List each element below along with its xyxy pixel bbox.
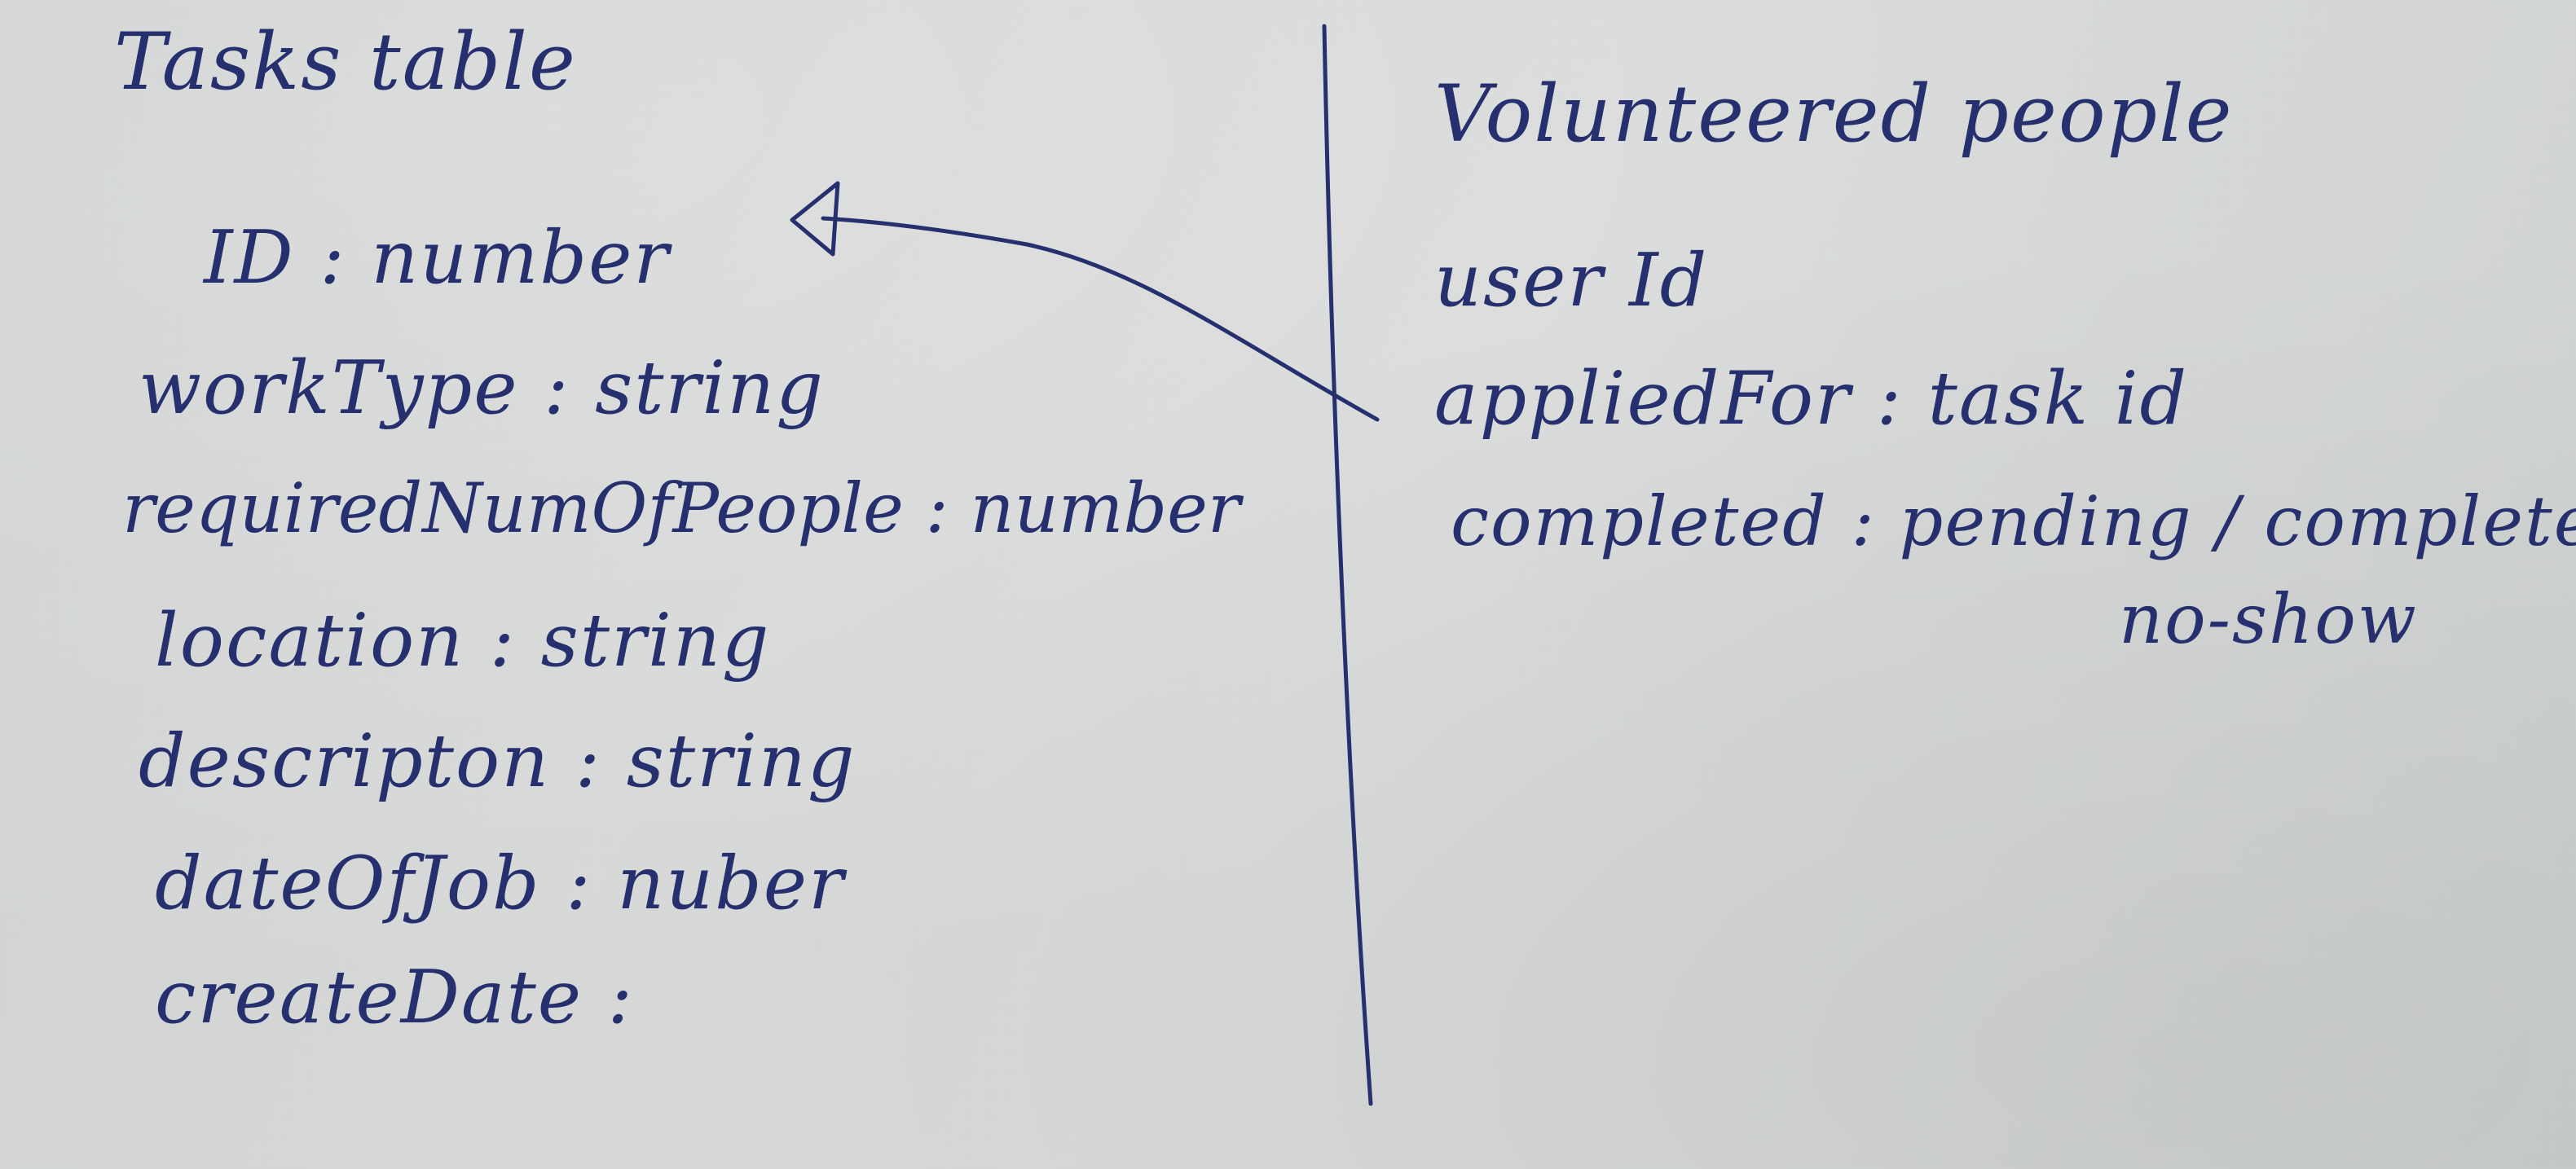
- tasks-field-id: ID : number: [204, 215, 671, 301]
- tasks-field-date-of-job: dateOfJob : nuber: [155, 841, 846, 926]
- tasks-table-title: Tasks table: [114, 16, 577, 108]
- volunteer-status-no-show: no-show: [2119, 579, 2418, 659]
- volunteered-people-title: Volunteered people: [1434, 68, 2234, 160]
- relationship-arrowhead: [790, 181, 840, 257]
- tasks-field-description: descripton : string: [139, 719, 856, 804]
- volunteer-field-applied-for: appliedFor : task id: [1434, 356, 2189, 442]
- tasks-field-worktype: workType : string: [139, 345, 825, 431]
- tasks-field-location: location : string: [155, 598, 771, 683]
- volunteer-field-completed: completed : pending / complete: [1451, 481, 2576, 561]
- tasks-field-create-date: createDate :: [155, 955, 634, 1040]
- tasks-field-required-num-of-people: requiredNumOfPeople : number: [122, 468, 1241, 548]
- relationship-arrow-line: [821, 216, 1380, 422]
- volunteer-field-user-id: user Id: [1434, 238, 1709, 323]
